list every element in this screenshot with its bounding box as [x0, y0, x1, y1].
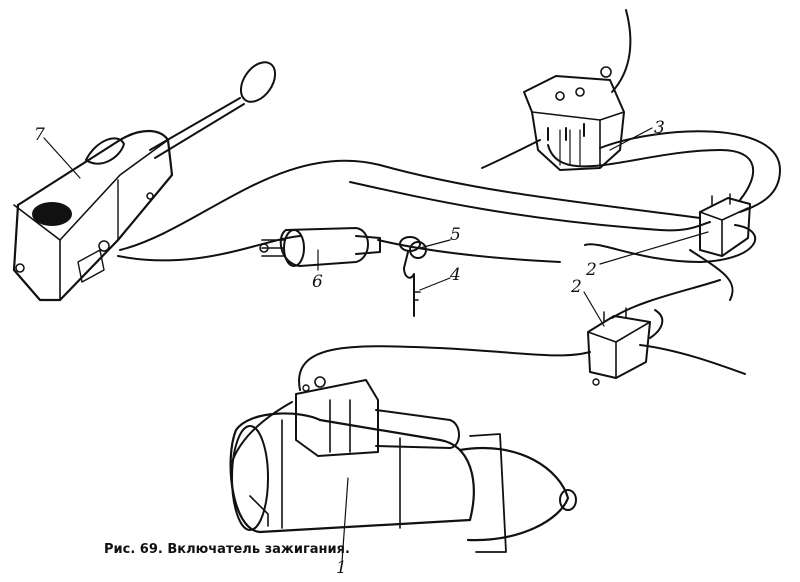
ignition-switch-illustration	[259, 227, 427, 317]
callout-5: 5	[450, 225, 461, 245]
wiring-harness	[117, 9, 782, 463]
callout-7: 7	[34, 125, 45, 145]
relay-box-illustration	[523, 66, 625, 171]
callout-1: 1	[336, 558, 347, 578]
relay-lower-illustration	[587, 307, 651, 386]
starter-motor-illustration	[229, 376, 577, 553]
callout-leaders	[43, 127, 709, 563]
relay-upper-illustration	[699, 193, 751, 257]
lever-switch-illustration	[12, 61, 277, 302]
callout-2-lower: 2	[570, 277, 582, 297]
figure-caption: Рис. 69. Включатель зажигания.	[104, 542, 350, 557]
callout-6: 6	[312, 272, 323, 292]
callout-2-upper: 2	[585, 260, 597, 280]
callout-3: 3	[654, 118, 665, 138]
callout-4: 4	[449, 265, 461, 285]
